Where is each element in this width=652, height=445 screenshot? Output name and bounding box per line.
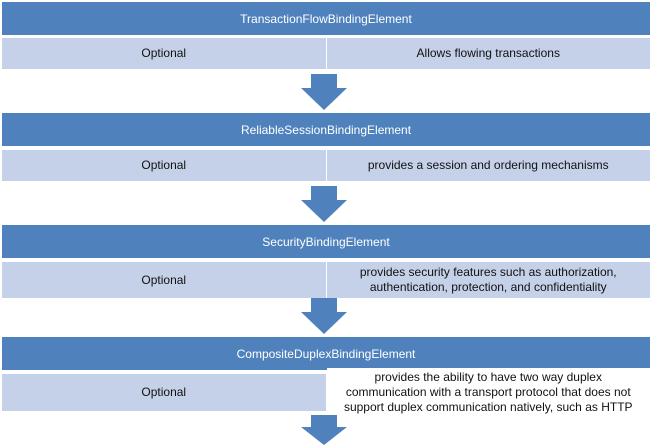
flow-arrow-down-icon: [301, 415, 347, 445]
requirement-cell: Optional: [2, 374, 327, 411]
requirement-text: Optional: [141, 272, 187, 287]
stage-row-transaction-flow: Optional Allows flowing transactions: [2, 38, 650, 69]
stage-title: TransactionFlowBindingElement: [240, 11, 412, 26]
requirement-text: Optional: [141, 46, 187, 60]
requirement-text: Optional: [141, 158, 187, 172]
description-cell: provides security features such as autho…: [327, 262, 651, 298]
requirement-text: Optional: [141, 385, 187, 399]
requirement-cell: Optional: [2, 150, 327, 181]
stage-row-composite-duplex: Optional provides the ability to have tw…: [2, 368, 650, 417]
stage-title: CompositeDuplexBindingElement: [236, 346, 416, 361]
flow-arrow-down-icon: [301, 298, 347, 334]
stage-header-composite-duplex: CompositeDuplexBindingElement: [2, 337, 650, 370]
description-text: provides the ability to have two way dup…: [343, 370, 633, 414]
description-cell: provides a session and ordering mechanis…: [327, 150, 651, 181]
description-text: provides security features such as autho…: [359, 265, 617, 294]
description-text: provides a session and ordering mechanis…: [367, 158, 609, 172]
description-cell: provides the ability to have two way dup…: [326, 368, 650, 417]
flow-arrow-down-icon: [301, 74, 347, 110]
flow-arrow-down-icon: [301, 186, 347, 222]
stage-title: ReliableSessionBindingElement: [240, 122, 412, 137]
description-cell: Allows flowing transactions: [327, 38, 651, 69]
requirement-cell: Optional: [2, 262, 327, 298]
requirement-cell: Optional: [2, 38, 327, 69]
stage-row-reliable-session: Optional provides a session and ordering…: [2, 150, 650, 181]
stage-row-security: Optional provides security features such…: [2, 262, 650, 298]
stage-header-security: SecurityBindingElement: [2, 225, 650, 258]
stage-title: SecurityBindingElement: [262, 234, 390, 249]
stage-header-reliable-session: ReliableSessionBindingElement: [2, 113, 650, 146]
description-text: Allows flowing transactions: [416, 46, 560, 60]
stage-header-transaction-flow: TransactionFlowBindingElement: [2, 2, 650, 35]
